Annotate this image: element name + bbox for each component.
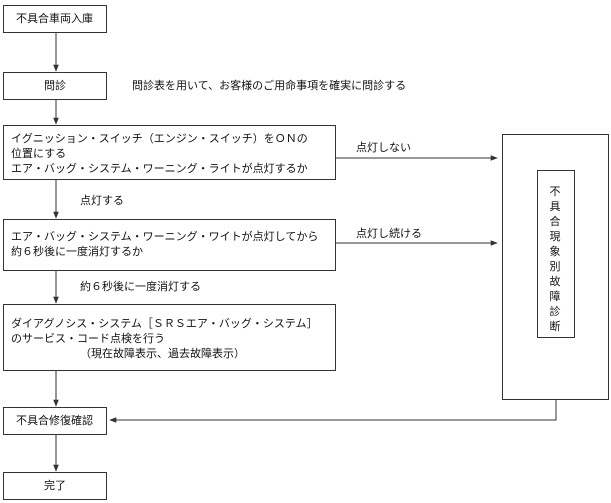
check-light-line-1: イグニッション・スイッチ（エンジン・スイッチ）をＯＮの — [11, 132, 308, 145]
diagnosis-box: ダイアグノシス・システム［ＳＲＳエア・バッグ・システム］ のサービス・コード点検… — [3, 304, 336, 371]
symptom-char: 現 — [549, 230, 561, 243]
check-light-line-3: エア・バッグ・システム・ワーニング・ライトが点灯するか — [11, 162, 308, 175]
check-off-line-1: エア・バッグ・システム・ワーニング・ワイトが点灯してから — [11, 230, 319, 243]
repair-box: 不具合修復確認 — [3, 407, 107, 435]
interview-box: 問診 — [3, 72, 107, 100]
diagnosis-line-2: のサービス・コード点検を行う — [11, 332, 165, 345]
symptom-char: 別 — [549, 260, 561, 273]
check-off-box: エア・バッグ・システム・ワーニング・ワイトが点灯してから 約６秒後に一度消灯する… — [3, 219, 336, 271]
interview-label: 問診 — [44, 79, 66, 92]
diagnosis-line-1: ダイアグノシス・システム［ＳＲＳエア・バッグ・システム］ — [11, 317, 318, 330]
check-off-line-2: 約６秒後に一度消灯するか — [11, 245, 143, 258]
check-light-box: イグニッション・スイッチ（エンジン・スイッチ）をＯＮの 位置にする エア・バッグ… — [3, 125, 336, 180]
branch-lit: 点灯する — [80, 194, 124, 207]
symptom-char: 具 — [549, 200, 561, 213]
diagnosis-line-3: （現在故障表示、過去故障表示） — [80, 347, 245, 360]
arrow-symptom-to-repair — [109, 399, 557, 423]
start-label: 不具合車両入庫 — [16, 12, 93, 25]
symptom-char: 断 — [549, 320, 561, 333]
symptom-diagnosis-label: 不 具 合 現 象 別 故 障 診 断 — [541, 184, 569, 334]
interview-note: 問診表を用いて、お客様のご用命事項を確実に問診する — [132, 79, 407, 92]
repair-label: 不具合修復確認 — [16, 414, 93, 427]
symptom-char: 障 — [549, 290, 561, 303]
branch-goes-off: 約６秒後に一度消灯する — [80, 280, 201, 293]
symptom-diagnosis-inner-box — [537, 170, 575, 338]
branch-not-lit: 点灯しない — [356, 141, 411, 154]
done-label: 完了 — [44, 479, 66, 492]
symptom-char: 故 — [549, 275, 561, 288]
symptom-char: 診 — [549, 305, 561, 318]
symptom-char: 不 — [549, 185, 561, 198]
check-light-line-2: 位置にする — [11, 147, 67, 160]
start-box: 不具合車両入庫 — [3, 5, 107, 33]
done-box: 完了 — [3, 472, 107, 500]
symptom-char: 合 — [549, 215, 561, 228]
branch-stays-lit: 点灯し続ける — [356, 227, 422, 240]
symptom-char: 象 — [549, 245, 561, 258]
